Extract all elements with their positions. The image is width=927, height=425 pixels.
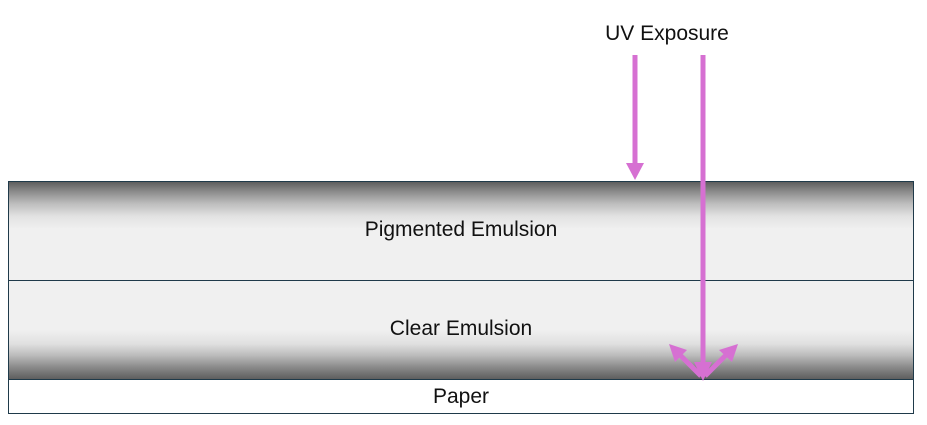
clear-emulsion-label: Clear Emulsion: [389, 317, 533, 340]
uv-arrow-short-head: [626, 163, 644, 180]
paper-label: Paper: [432, 385, 490, 408]
paper-layer: [8, 379, 914, 414]
pigmented-emulsion-label: Pigmented Emulsion: [364, 218, 558, 241]
uv-reflected-right-shaft: [703, 351, 730, 378]
uv-arrow-long-head: [694, 362, 712, 381]
pigmented-emulsion-layer: [8, 181, 914, 281]
uv-reflected-arrows: [669, 344, 738, 378]
uv-arrow-long: [694, 55, 712, 381]
uv-reflected-left-shaft: [676, 351, 703, 378]
uv-reflected-right-head: [719, 344, 738, 362]
uv-arrow-short: [626, 55, 644, 180]
uv-exposure-label: UV Exposure: [605, 22, 729, 45]
uv-reflected-left-head: [669, 344, 687, 362]
clear-emulsion-layer: [8, 280, 914, 380]
